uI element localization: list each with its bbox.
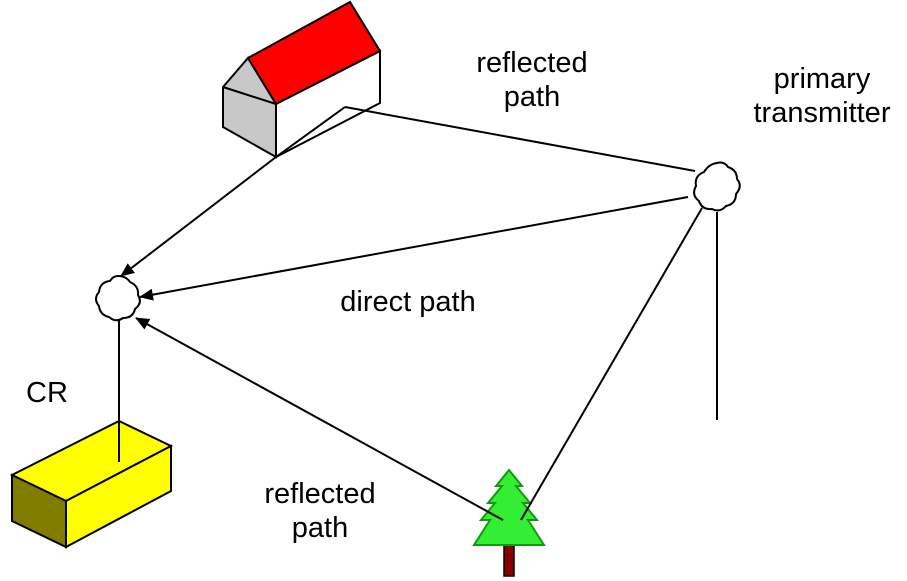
house-icon bbox=[222, 0, 382, 159]
transmitter-antenna bbox=[693, 161, 741, 420]
cr-receiver bbox=[9, 274, 174, 549]
direct-path-arrow bbox=[139, 196, 689, 301]
reflected-path-bottom-arrow bbox=[135, 317, 504, 521]
label-direct-path: direct path bbox=[340, 286, 476, 318]
label-primary-transmitter: primary transmitter bbox=[753, 63, 891, 129]
reflected-path-top-arrow bbox=[120, 156, 277, 277]
reflected-path-bottom-incoming bbox=[520, 207, 703, 521]
reflected-path-top-house bbox=[275, 106, 346, 158]
tree-canopy bbox=[472, 468, 546, 546]
reflected-path-top-incoming bbox=[344, 106, 696, 172]
transmitter-node bbox=[693, 161, 741, 212]
receiver-node bbox=[95, 274, 141, 322]
signal-paths bbox=[120, 106, 703, 521]
house-roof bbox=[246, 0, 382, 106]
cr-box-icon bbox=[9, 419, 174, 549]
tree-icon bbox=[472, 468, 546, 577]
label-reflected-path-top: reflected path bbox=[476, 47, 588, 113]
label-reflected-path-bottom: reflected path bbox=[264, 478, 376, 544]
label-cr: CR bbox=[26, 377, 68, 409]
